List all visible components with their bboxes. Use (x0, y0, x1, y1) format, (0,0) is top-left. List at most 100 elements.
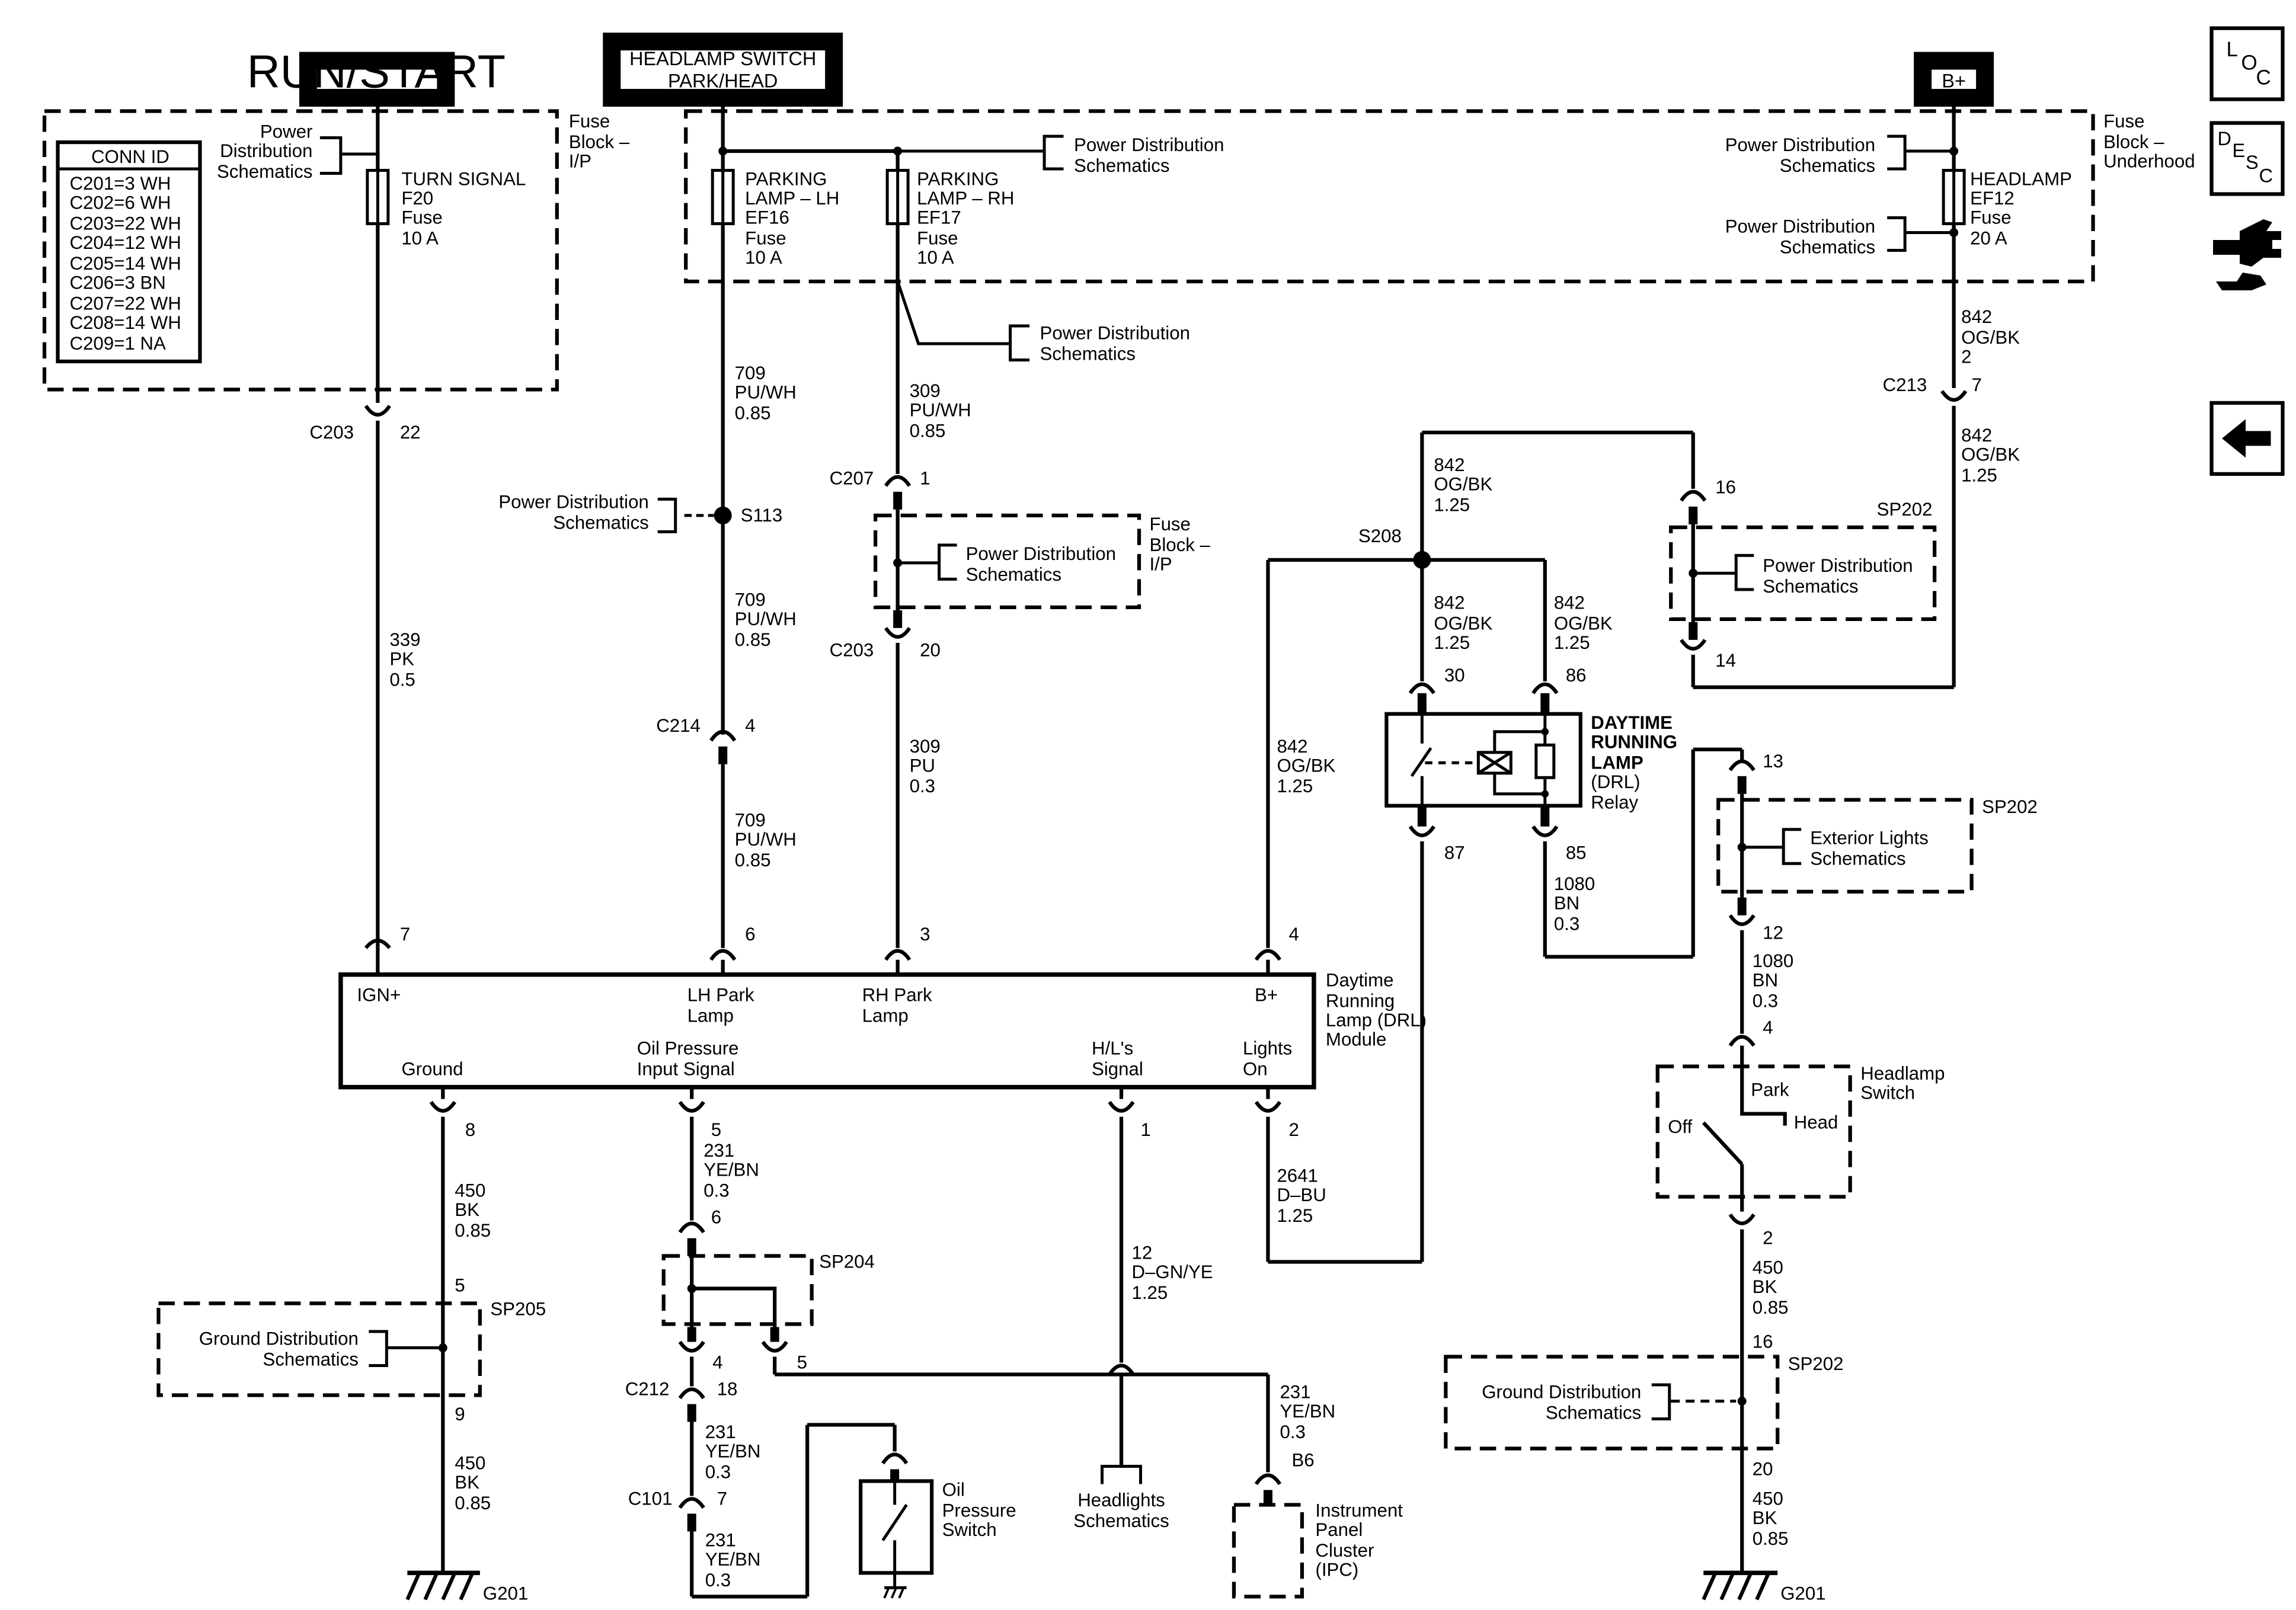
ground-distribution-ref-left[interactable]: Ground Distribution Schematics (199, 1329, 388, 1370)
parking-lamp-lh-fuse: PARKING LAMP – LH EF16 Fuse 10 A (711, 169, 839, 268)
svg-text:EF12: EF12 (1970, 188, 2014, 209)
power-distribution-ref-park[interactable]: Power Distribution Schematics (1043, 135, 1224, 176)
svg-text:Cluster: Cluster (1315, 1540, 1374, 1561)
lh-park-pin-6 (709, 949, 737, 961)
svg-text:0.3: 0.3 (1554, 914, 1579, 934)
svg-text:Power Distribution: Power Distribution (1040, 322, 1190, 343)
loc-button[interactable]: L O C (2209, 26, 2285, 101)
wire-231-label-1: 231 YE/BN 0.3 (703, 1140, 759, 1201)
svg-text:0.85: 0.85 (735, 402, 771, 423)
sp204-pin-5: 5 (797, 1352, 807, 1373)
svg-text:1.25: 1.25 (1434, 632, 1470, 653)
svg-text:Schematics: Schematics (1040, 343, 1136, 364)
wire-231-label-3: 231 YE/BN 0.3 (705, 1529, 761, 1590)
wire-231-label-ipc: 231 YE/BN 0.3 (1280, 1381, 1335, 1442)
parking-lamp-rh-fuse: PARKING LAMP – RH EF17 Fuse 10 A (885, 169, 1014, 268)
conn-id-title: CONN ID (91, 146, 170, 167)
svg-text:709: 709 (735, 363, 766, 383)
headlights-ref[interactable]: Headlights Schematics (1073, 1464, 1169, 1531)
c207-connector (884, 475, 912, 487)
drl-relay-internals (1410, 713, 1556, 806)
headlamp-fuse: HEADLAMP EF12 Fuse 20 A (1942, 169, 2072, 248)
fuse-block-underhood-outline (684, 109, 2095, 284)
module-rh-park-label: RH Park (862, 985, 932, 1006)
svg-text:BK: BK (1753, 1507, 1777, 1528)
svg-text:Underhood: Underhood (2103, 151, 2195, 172)
connector-hand-icon[interactable] (2213, 219, 2282, 290)
svg-text:20 A: 20 A (1970, 228, 2007, 248)
svg-text:1.25: 1.25 (1434, 494, 1470, 515)
sp205-label: SP205 (490, 1299, 546, 1320)
svg-text:Block –: Block – (1149, 534, 1210, 555)
svg-text:231: 231 (703, 1140, 734, 1161)
switch-off-label: Off (1668, 1116, 1692, 1137)
sp202-bottom-label: SP202 (1788, 1353, 1844, 1374)
module-hl-signal-label: H/L's (1092, 1038, 1133, 1059)
svg-text:OG/BK: OG/BK (1277, 755, 1335, 776)
svg-text:Schematics: Schematics (553, 512, 648, 533)
headlamp-switch-header-line2: PARK/HEAD (668, 71, 778, 92)
ipc-label: Instrument Panel Cluster (IPC) (1315, 1500, 1403, 1580)
svg-text:RUNNING: RUNNING (1591, 731, 1677, 752)
b-plus-header: B+ (1914, 52, 1994, 107)
svg-text:842: 842 (1434, 592, 1464, 613)
c203-label-left: C203 (309, 422, 354, 443)
svg-text:231: 231 (705, 1529, 736, 1550)
sp204-pin-6: 6 (711, 1207, 721, 1228)
power-distribution-ref-ip2[interactable]: Power Distribution Schematics (938, 543, 1116, 585)
oil-switch-ground-icon (883, 1586, 907, 1599)
svg-text:Lamp (DRL): Lamp (DRL) (1326, 1010, 1427, 1030)
svg-text:0.5: 0.5 (389, 669, 415, 690)
ipc-b6-label: B6 (1291, 1449, 1314, 1470)
power-distribution-ref-bplus[interactable]: Power Distribution Schematics (1725, 135, 1907, 176)
svg-text:LAMP – LH: LAMP – LH (745, 188, 839, 209)
relay-pin-30: 30 (1444, 665, 1465, 686)
svg-text:YE/BN: YE/BN (703, 1160, 759, 1180)
svg-text:(IPC): (IPC) (1315, 1559, 1358, 1580)
run-start-header: RUN/START (247, 47, 506, 107)
wire-450-label-left-2: 450 BK 0.85 (455, 1452, 491, 1513)
svg-text:PK: PK (389, 648, 414, 669)
relay-pin-86: 86 (1566, 665, 1587, 686)
svg-text:C204=12 WH: C204=12 WH (69, 232, 181, 253)
svg-text:Relay: Relay (1591, 792, 1638, 813)
back-arrow-button[interactable] (2209, 401, 2285, 476)
wire-crossover (1108, 1363, 1135, 1376)
power-distribution-ref-s113[interactable]: Power Distribution Schematics (498, 491, 677, 533)
svg-text:PARKING: PARKING (917, 169, 999, 190)
svg-text:YE/BN: YE/BN (1280, 1401, 1335, 1422)
sp202-pin-20: 20 (1753, 1458, 1773, 1479)
desc-button[interactable]: D E S C (2209, 121, 2285, 196)
svg-text:LAMP: LAMP (1591, 752, 1643, 773)
svg-text:C205=14 WH: C205=14 WH (69, 253, 181, 274)
module-bplus-label: B+ (1255, 985, 1278, 1006)
exterior-lights-ref[interactable]: Exterior Lights Schematics (1782, 828, 1929, 869)
svg-text:339: 339 (389, 629, 420, 650)
pin-22-label: 22 (400, 422, 421, 443)
sp202-bottom-pin-16: 16 (1753, 1331, 1773, 1352)
svg-text:EF16: EF16 (745, 207, 789, 228)
switch-head-label: Head (1794, 1112, 1838, 1133)
svg-text:0.3: 0.3 (703, 1180, 729, 1201)
svg-text:0.85: 0.85 (455, 1493, 491, 1513)
power-distribution-ref-rh[interactable]: Power Distribution Schematics (1009, 322, 1190, 364)
power-distribution-ref-ip[interactable]: Power Distribution Schematics (217, 121, 378, 182)
switch-pin-4: 4 (1763, 1017, 1773, 1038)
module-lh-park-label: LH Park (687, 985, 754, 1006)
loc-l: L (2227, 38, 2238, 61)
power-distribution-ref-sp202[interactable]: Power Distribution Schematics (1734, 553, 1913, 597)
svg-text:Distribution: Distribution (220, 140, 312, 161)
svg-text:Instrument: Instrument (1315, 1500, 1403, 1521)
back-arrow-icon (2222, 419, 2271, 458)
c101-label: C101 (628, 1488, 673, 1509)
svg-text:709: 709 (735, 810, 766, 831)
svg-text:BN: BN (1554, 893, 1579, 914)
svg-text:Ground Distribution: Ground Distribution (199, 1329, 359, 1349)
power-distribution-ref-headlamp[interactable]: Power Distribution Schematics (1725, 216, 1907, 257)
svg-text:C201=3 WH: C201=3 WH (69, 173, 171, 194)
pin-6-label: 6 (745, 924, 755, 945)
c214-pin-4: 4 (745, 715, 755, 736)
svg-text:Schematics: Schematics (1810, 849, 1905, 869)
ground-distribution-ref-right[interactable]: Ground Distribution Schematics (1482, 1381, 1671, 1423)
